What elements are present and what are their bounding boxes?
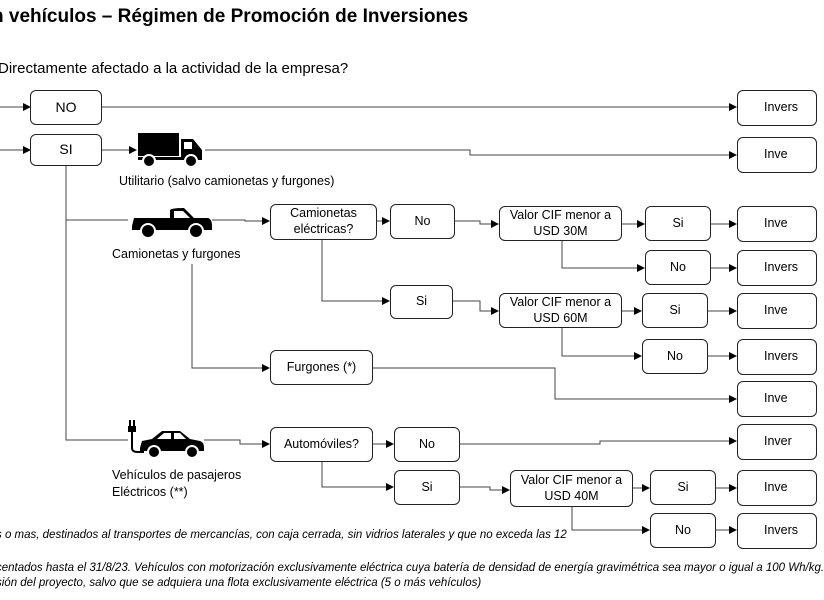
utilitario-label: Utilitario (salvo camionetas y furgones): [119, 174, 335, 188]
outcome-box: Inve: [737, 470, 817, 506]
cif-40m-node: Valor CIF menor a USD 40M: [510, 470, 633, 507]
no-5-node: No: [650, 513, 716, 548]
outcome-box: Inver: [737, 424, 817, 460]
footnote-2: centados hasta el 31/8/23. Vehículos con…: [0, 562, 824, 574]
no-1-node: No: [390, 204, 455, 239]
si-1-node: Si: [645, 206, 711, 241]
automoviles-node: Automóviles?: [270, 427, 373, 462]
outcome-box: Invers: [737, 90, 817, 126]
camionetas-label: Camionetas y furgones: [112, 247, 241, 261]
si-4-node: Si: [394, 470, 460, 505]
outcome-box: Inve: [737, 206, 817, 242]
truck-icon: [138, 133, 202, 168]
outcome-box: Inve: [737, 381, 817, 417]
camionetas-electricas-node: Camionetas eléctricas?: [270, 204, 377, 240]
diagram-title: n vehículos – Régimen de Promoción de In…: [0, 6, 469, 27]
electric-car-icon: [128, 420, 204, 459]
no-4-node: No: [394, 427, 460, 462]
pasajeros-label-2: Eléctricos (**): [112, 485, 188, 499]
outcome-box: Inve: [737, 293, 817, 329]
si-3-node: Si: [642, 293, 708, 328]
footnote-3: sión del proyecto, salvo que se adquiera…: [0, 577, 482, 589]
si-5-node: Si: [650, 470, 716, 505]
si-2-node: Si: [390, 285, 453, 319]
pickup-truck-icon: [132, 208, 212, 239]
no-2-node: No: [645, 250, 711, 285]
outcome-box: Invers: [737, 513, 817, 549]
no-3-node: No: [642, 339, 708, 374]
cif-60m-node: Valor CIF menor a USD 60M: [499, 293, 622, 328]
cif-30m-node: Valor CIF menor a USD 30M: [499, 206, 622, 241]
furgones-node: Furgones (*): [270, 350, 373, 385]
connector-lines: [0, 103, 737, 534]
si-main-node: SI: [30, 134, 102, 166]
pasajeros-label-1: Vehículos de pasajeros: [112, 468, 242, 482]
footnote-1: s o mas, destinados al transportes de me…: [0, 529, 567, 541]
outcome-box: Invers: [737, 250, 817, 286]
root-question: Directamente afectado a la actividad de …: [0, 60, 349, 77]
outcome-box: Inve: [737, 137, 817, 173]
outcome-box: Invers: [737, 339, 817, 375]
no-main-node: NO: [30, 90, 102, 125]
